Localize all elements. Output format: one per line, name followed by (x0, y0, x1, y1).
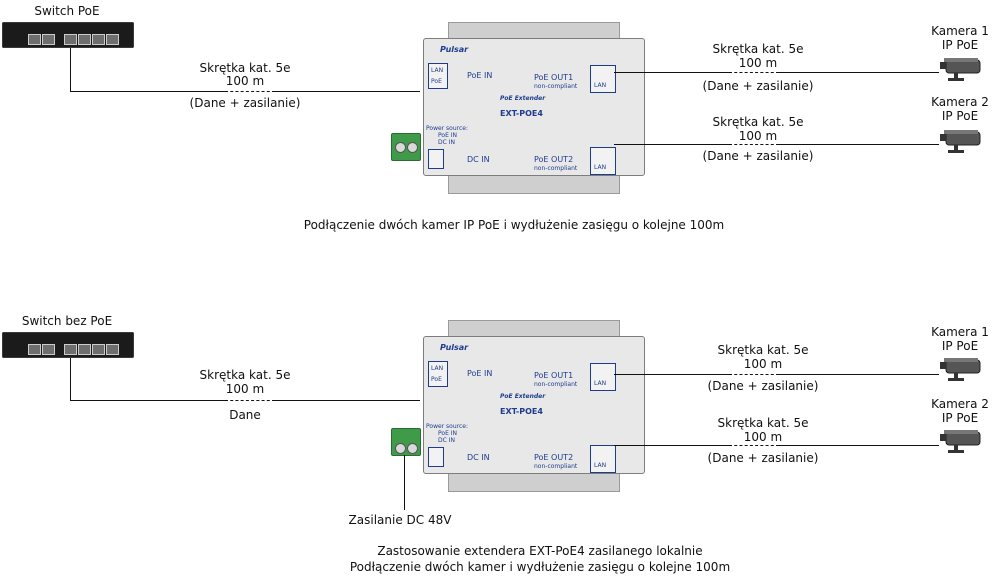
camera-icon (940, 58, 981, 81)
dc-in-label: DC IN (467, 453, 490, 462)
poe-in-label: PoE IN (467, 71, 493, 80)
cable-out2-length: 100 m (743, 430, 783, 444)
product-label: PoE Extender (500, 95, 546, 102)
cable-in-vertical (70, 358, 71, 400)
camera1-name: Kamera 1 (931, 24, 989, 38)
extender-panel: Pulsar LAN PoE PoE IN PoE Extender EXT-P… (423, 38, 645, 176)
poe-out1-label: PoE OUT1 (534, 371, 574, 380)
cable-out2-note: (Dane + zasilanie) (702, 149, 814, 163)
poe-out2-label: PoE OUT2 (534, 155, 574, 164)
power-label: Zasilanie DC 48V (348, 513, 452, 527)
cable-out1-length: 100 m (738, 56, 778, 70)
dc-in-label: DC IN (467, 155, 490, 164)
camera-icon (940, 130, 981, 153)
out2-port: LAN (590, 147, 616, 175)
cable-in-vertical (70, 48, 71, 91)
cable-out2-solid (614, 445, 729, 446)
model-label: EXT-POE4 (500, 407, 543, 416)
camera2-type: IP PoE (941, 411, 979, 425)
product-label: PoE Extender (500, 393, 546, 400)
terminal-block (391, 133, 421, 161)
camera2-name: Kamera 2 (931, 95, 989, 109)
cable-out1-type: Skrętka kat. 5e (717, 343, 809, 357)
cable-in-type: Skrętka kat. 5e (199, 368, 291, 382)
cable-out1-type: Skrętka kat. 5e (712, 42, 804, 56)
cable-out2-note: (Dane + zasilanie) (707, 451, 819, 465)
cable-in-solid-2 (275, 91, 420, 92)
cable-out1-length: 100 m (743, 357, 783, 371)
lan-poe-port: LAN PoE (428, 63, 448, 89)
caption-1: Podłączenie dwóch kamer IP PoE i wydłuże… (303, 218, 725, 232)
brand-logo: Pulsar (440, 45, 469, 54)
camera1-name: Kamera 1 (931, 325, 989, 339)
cable-in-dashed (225, 91, 275, 92)
camera-icon (940, 430, 981, 453)
cable-out1-solid (614, 374, 729, 375)
cable-in-length: 100 m (225, 382, 265, 396)
poe-in-label: PoE IN (467, 369, 493, 378)
cable-in-solid (70, 91, 225, 92)
cable-in-length: 100 m (225, 74, 265, 88)
poe-out2-label: PoE OUT2 (534, 453, 574, 462)
extender-panel: Pulsar LAN PoE PoE IN PoE Extender EXT-P… (423, 336, 645, 474)
out1-port: LAN (590, 363, 616, 391)
non-poe-switch (2, 332, 134, 358)
terminal-block (391, 428, 421, 456)
poe-extender: Pulsar LAN PoE PoE IN PoE Extender EXT-P… (418, 22, 648, 197)
cable-out1-note: (Dane + zasilanie) (702, 79, 814, 93)
camera1-type: IP PoE (941, 339, 979, 353)
dc-socket (428, 149, 444, 169)
power-source-label: Power source: (426, 125, 468, 132)
cable-out1-note: (Dane + zasilanie) (707, 379, 819, 393)
caption-2-line2: Podłączenie dwóch kamer i wydłużenie zas… (349, 560, 731, 574)
power-source-label: Power source: (426, 423, 468, 430)
cable-out2-type: Skrętka kat. 5e (712, 115, 804, 129)
caption-2-line1: Zastosowanie extendera EXT-PoE4 zasilane… (377, 544, 703, 558)
model-label: EXT-POE4 (500, 109, 543, 118)
cable-out1-solid (614, 72, 729, 73)
switch-label: Switch PoE (34, 4, 100, 18)
poe-out1-label: PoE OUT1 (534, 73, 574, 82)
cable-out2-type: Skrętka kat. 5e (717, 416, 809, 430)
lan-poe-port: LAN PoE (428, 361, 448, 387)
switch-label: Switch bez PoE (21, 314, 113, 328)
camera-icon (940, 358, 981, 381)
camera2-type: IP PoE (941, 109, 979, 123)
poe-extender: Pulsar LAN PoE PoE IN PoE Extender EXT-P… (418, 320, 648, 495)
cable-in-note: (Dane + zasilanie) (189, 96, 301, 110)
cable-in-type: Skrętka kat. 5e (199, 61, 291, 75)
cable-out2-solid (614, 144, 729, 145)
out1-port: LAN (590, 65, 616, 93)
brand-logo: Pulsar (440, 343, 469, 352)
out2-port: LAN (590, 445, 616, 473)
cable-in-note: Dane (229, 408, 261, 422)
camera2-name: Kamera 2 (931, 397, 989, 411)
poe-switch (2, 22, 134, 48)
power-cable (404, 455, 405, 510)
dc-socket (428, 447, 444, 467)
camera1-type: IP PoE (941, 38, 979, 52)
cable-out2-length: 100 m (738, 129, 778, 143)
